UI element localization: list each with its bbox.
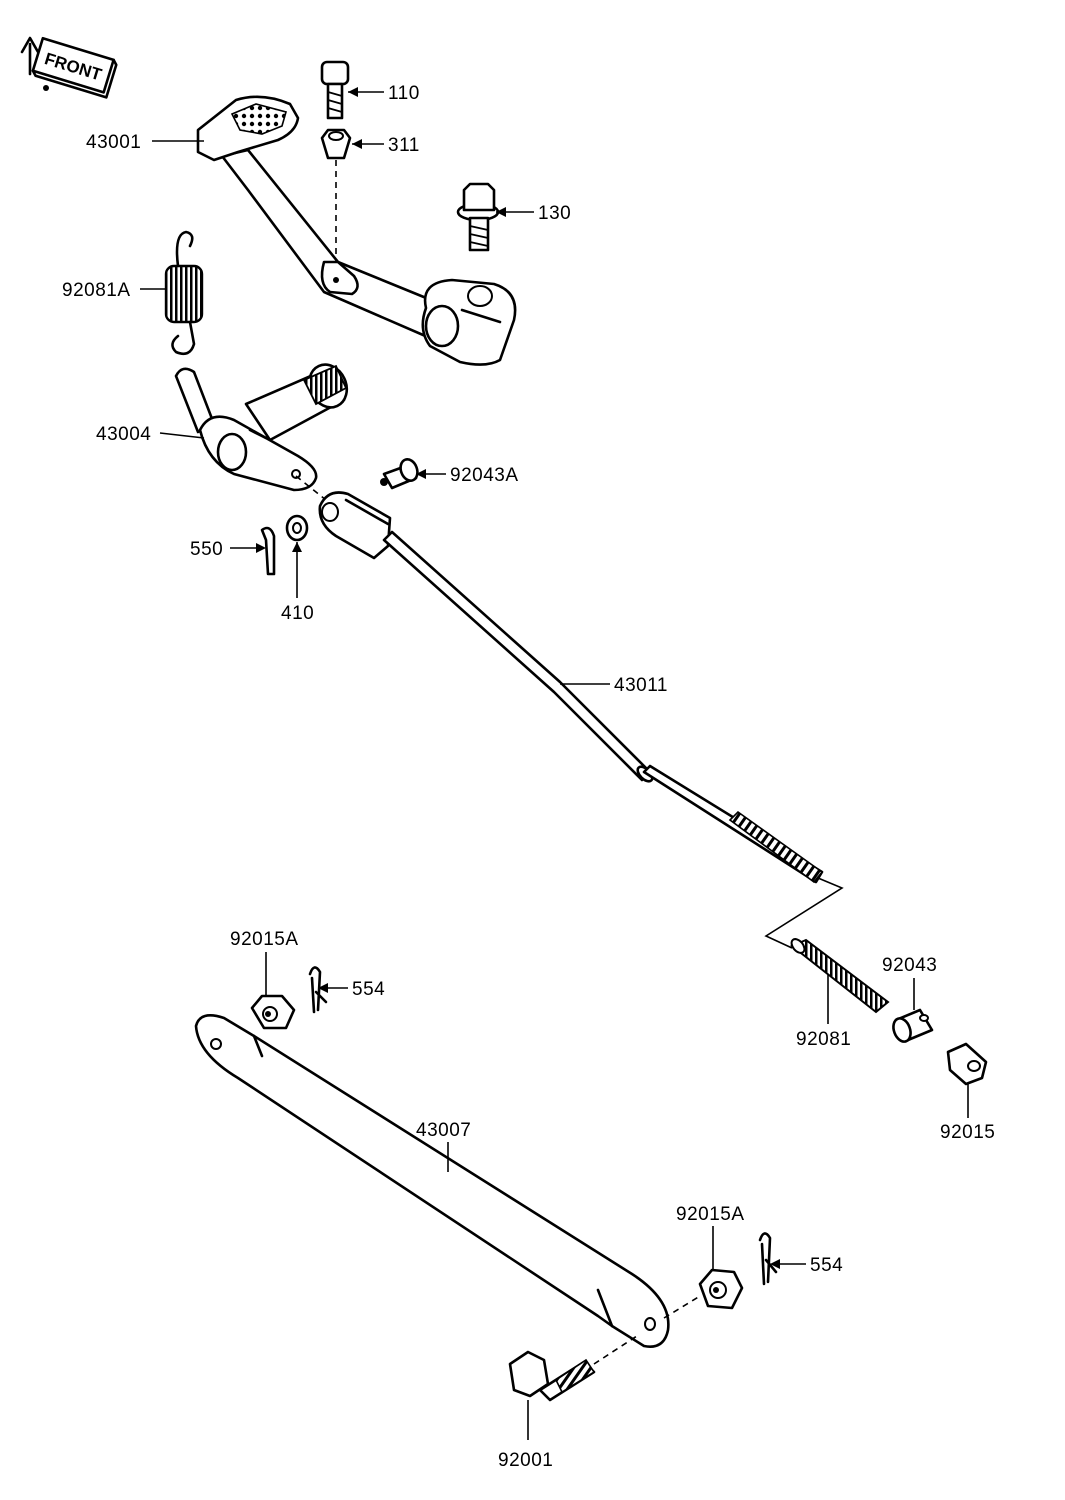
label-554-bottom: 554	[810, 1255, 843, 1276]
label-92043: 92043	[882, 955, 937, 976]
return-spring-92081A	[164, 230, 204, 356]
centerline-bolt-92001	[593, 1333, 641, 1365]
nut-92015	[946, 1042, 988, 1086]
part-number-labels: 43001 110 311 130 92081A 43004 92043A 55…	[62, 83, 995, 1471]
clip-554-bottom	[758, 1232, 778, 1286]
brake-pedal-43001	[196, 95, 517, 366]
label-311: 311	[388, 135, 420, 156]
clevis-pin-92043A	[380, 458, 419, 490]
label-43007: 43007	[416, 1120, 471, 1141]
label-92081: 92081	[796, 1029, 851, 1050]
link-rod-43007	[194, 1014, 670, 1348]
bolt-110	[320, 60, 350, 120]
label-92001: 92001	[498, 1450, 553, 1471]
label-554-top: 554	[352, 979, 385, 1000]
washer-410	[285, 514, 309, 542]
label-550: 550	[190, 539, 223, 560]
cotter-pin-550	[260, 526, 276, 576]
nut-92015A-top	[250, 994, 296, 1030]
label-110: 110	[388, 83, 420, 104]
label-92015A-bottom: 92015A	[676, 1204, 745, 1225]
front-direction-marker: FRONT	[20, 36, 118, 99]
flange-bolt-130	[456, 182, 500, 252]
label-92043A: 92043A	[450, 465, 519, 486]
label-130: 130	[538, 203, 571, 224]
brake-rod-43011	[318, 491, 824, 884]
spring-92081	[790, 938, 890, 1014]
label-43001: 43001	[86, 132, 141, 153]
label-410: 410	[281, 603, 314, 624]
trunnion-92043	[892, 1008, 934, 1043]
bolt-92001	[508, 1350, 596, 1402]
brake-shaft-43004	[174, 363, 349, 492]
clip-554-top	[308, 966, 328, 1014]
label-43011: 43011	[614, 675, 668, 696]
label-92081A: 92081A	[62, 280, 131, 301]
assembly-line-rod-spring	[764, 877, 844, 949]
centerline-43007-nut	[663, 1295, 701, 1319]
nut-311	[320, 128, 352, 160]
label-43004: 43004	[96, 424, 151, 445]
label-92015: 92015	[940, 1122, 995, 1143]
nut-92015A-bottom	[698, 1268, 744, 1310]
label-92015A-top: 92015A	[230, 929, 299, 950]
leader-lines	[140, 87, 969, 1440]
